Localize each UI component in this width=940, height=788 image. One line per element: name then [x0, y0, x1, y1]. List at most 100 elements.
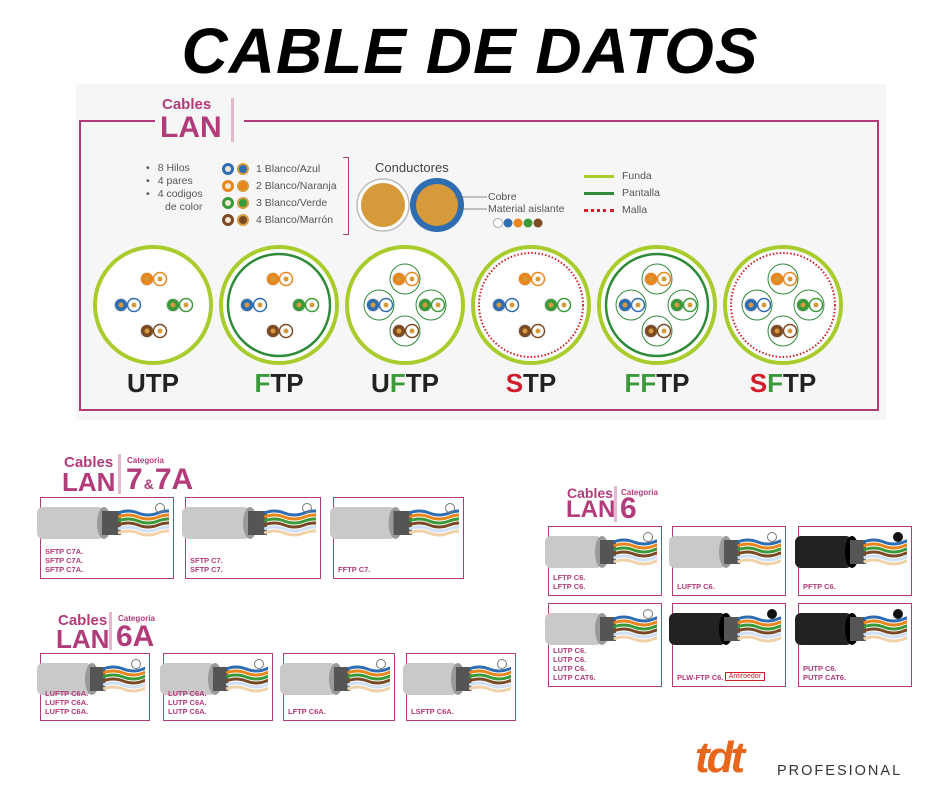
cable-card[interactable]: LUTP C6A.LUTP C6A.LUTP C6A.: [160, 653, 287, 721]
cable-jacket: [545, 536, 602, 568]
cable-photo: [669, 613, 799, 645]
wire-core: [800, 302, 806, 308]
cable-wire: [117, 521, 179, 529]
cable-wire: [117, 509, 179, 517]
wire-core: [270, 328, 276, 334]
type-label-part: UTP: [127, 368, 179, 398]
cable-shield: [90, 667, 106, 691]
wire-core: [157, 328, 163, 334]
wire-core: [561, 302, 567, 308]
cable-cross-section: [471, 245, 591, 365]
wire-core: [409, 328, 415, 334]
wire-core: [522, 328, 528, 334]
cable-card[interactable]: LUFTP C6.: [669, 526, 799, 596]
pair-row: 1 Blanco/Azul: [222, 160, 320, 177]
color-wire-icon: [237, 213, 249, 226]
color-dot-icon: [445, 503, 455, 513]
cable-card[interactable]: SFTP C7A.SFTP C7A.SFTP C7A.: [37, 497, 179, 579]
pair-foil: [389, 263, 421, 295]
cable-type-label: SFTP: [723, 368, 843, 399]
card-label-line: SFTP C7A.: [45, 565, 84, 574]
cable-card[interactable]: LFTP C6.LFTP C6.: [545, 526, 675, 596]
cable-type-label: UFTP: [345, 368, 465, 399]
cable-type-label: FTP: [219, 368, 339, 399]
pair-label: 2 Blanco/Naranja: [256, 179, 337, 192]
color-dot-icon: [302, 503, 312, 513]
color-dot-icon: [767, 532, 777, 542]
cable-wire: [117, 513, 179, 521]
white-wire-icon: [222, 162, 234, 175]
pair-row: 2 Blanco/Naranja: [222, 177, 337, 194]
type-label-part: S: [505, 368, 524, 398]
lan-types-panel: [76, 84, 886, 420]
logo-tagline: PROFESIONAL: [777, 763, 903, 779]
tdt-logo: tdt: [695, 733, 745, 782]
cable-card[interactable]: LSFTP C6A.: [403, 653, 530, 721]
card-label: LFTP C6.LFTP C6.: [553, 573, 585, 591]
cable-card[interactable]: PUTP C6.PUTP CAT6.: [795, 603, 925, 687]
pair-label: 4 Blanco/Marrón: [256, 213, 334, 226]
main-title: CABLE DE DATOS: [181, 15, 759, 87]
color-dot-icon: [893, 532, 903, 542]
cable-wire: [263, 521, 325, 529]
cable-cross-section: [219, 245, 339, 365]
cat7a-num: 7A: [154, 463, 194, 496]
cable-type-label: STP: [471, 368, 591, 399]
cat7-number: 7 & 7A: [126, 465, 193, 495]
wire-core: [183, 302, 189, 308]
card-label-line: SFTP C7A.: [45, 556, 84, 565]
pair-foil: [767, 263, 799, 295]
cable-shield: [850, 540, 866, 564]
pair-foil: [667, 289, 699, 321]
pair-foil: [415, 289, 447, 321]
cable-card[interactable]: LUTP C6.LUTP C6.LUTP C6.LUTP CAT6.: [545, 603, 675, 687]
jacket-ring: [219, 245, 339, 365]
pair-bracket: [343, 157, 349, 235]
wire-core: [813, 302, 819, 308]
cable-wire: [117, 529, 179, 537]
legend-malla: Malla: [584, 204, 647, 216]
brand-lan: LAN: [160, 111, 222, 144]
color-wire-icon: [237, 162, 249, 175]
card-label-line: LUTP C6A.: [168, 689, 207, 698]
color-dot-icon: [376, 659, 386, 669]
wire-core: [687, 302, 693, 308]
color-wire-icon: [237, 196, 249, 209]
cable-card[interactable]: FFTP C7.: [330, 497, 470, 579]
card-label: SFTP C7A.SFTP C7A.SFTP C7A.: [45, 547, 83, 574]
jacket-ring: [93, 245, 213, 365]
cat6-num: 6: [620, 492, 637, 525]
conductors-title: Conductores: [375, 160, 449, 175]
card-label: LSFTP C6A.: [411, 707, 454, 716]
cable-card[interactable]: LFTP C6A.: [280, 653, 408, 721]
white-wire-icon: [222, 213, 234, 226]
jacket-ring: [471, 245, 591, 365]
card-label: PFTP C6.: [803, 582, 836, 591]
cable-photo: [280, 663, 408, 695]
cable-card[interactable]: PFTP C6.: [795, 526, 925, 596]
wire-core: [661, 276, 667, 282]
cat6-divider: [614, 486, 617, 522]
foil-ring: [226, 252, 332, 358]
wire-core: [283, 276, 289, 282]
wire-core: [774, 276, 780, 282]
jacket-ring: [345, 245, 465, 365]
cable-shield: [213, 667, 229, 691]
legend-pantalla: Pantalla: [584, 187, 660, 199]
card-label-line: LUTP CAT6.: [553, 673, 596, 682]
legend-funda: Funda: [584, 170, 652, 182]
cable-card[interactable]: SFTP C7.SFTP C7.: [182, 497, 325, 579]
wire-core: [635, 302, 641, 308]
cable-card[interactable]: LUFTP C6A.LUFTP C6A.LUFTP C6A.: [37, 653, 164, 721]
type-label-part: FF: [624, 368, 657, 398]
cable-card[interactable]: PLW-FTP C6.Antiroedor: [669, 603, 799, 687]
card-label: FFTP C7.: [338, 565, 370, 574]
cat7-categoria: Categoria: [127, 456, 164, 465]
cable-photo: [795, 536, 925, 568]
cable-wire: [263, 509, 325, 517]
color-dot-icon: [497, 659, 507, 669]
wire-core: [144, 328, 150, 334]
label-material-aislante: Material aislante: [488, 203, 565, 215]
color-dot-white: [493, 218, 503, 228]
card-label-line: LFTP C6A.: [288, 707, 326, 716]
